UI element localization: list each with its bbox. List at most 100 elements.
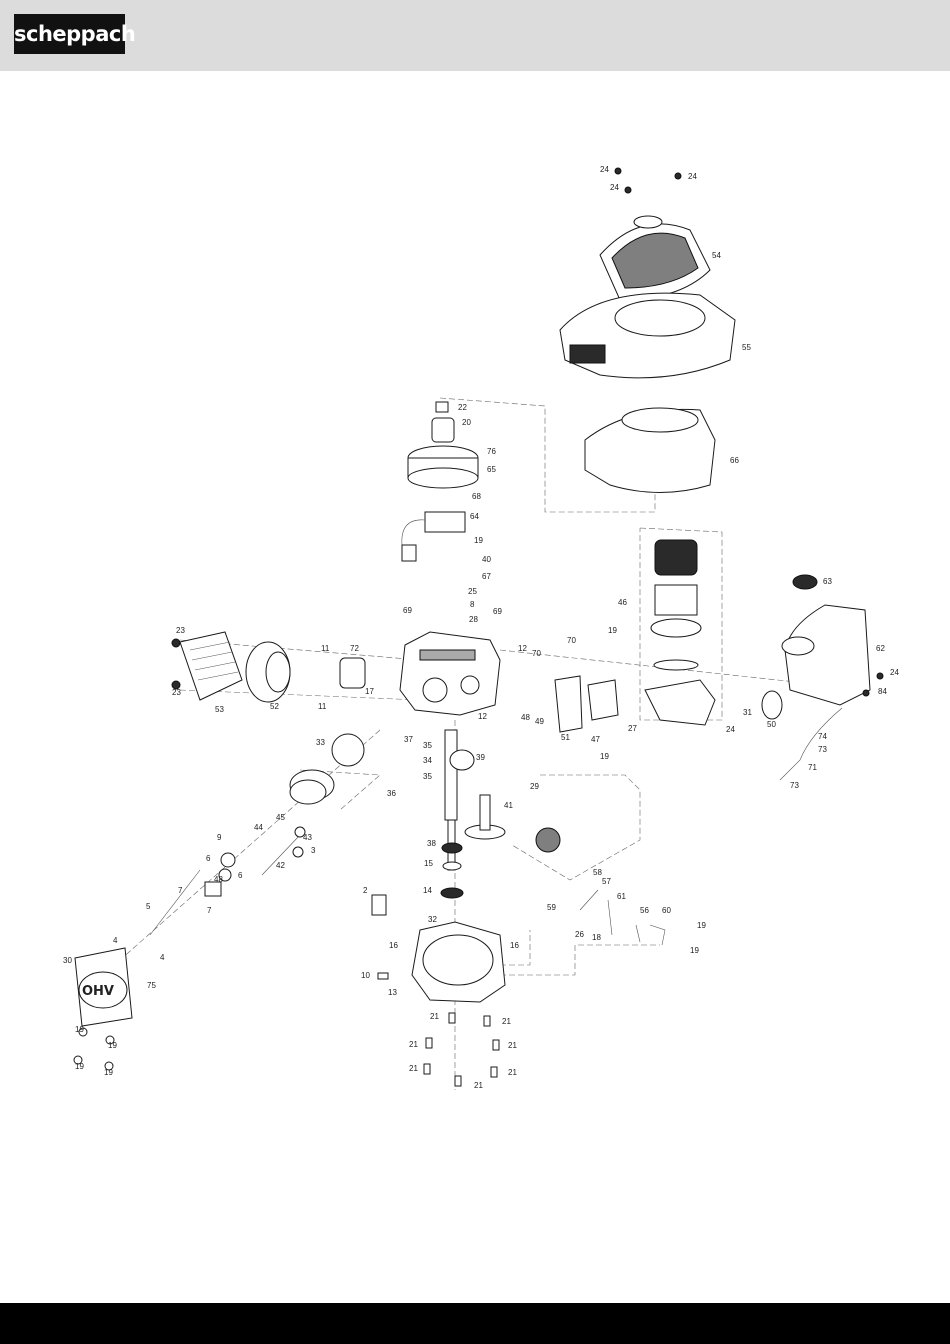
- part-number-label: 73: [790, 781, 799, 790]
- part-number-label: 22: [458, 403, 467, 412]
- valve-cover-part: OHV: [74, 947, 133, 1027]
- part-number-label: 73: [818, 745, 827, 754]
- part-number-label: 74: [818, 732, 827, 741]
- part-number-label: 13: [388, 988, 397, 997]
- part-number-label: 16: [510, 941, 519, 950]
- part-number-label: 84: [878, 687, 887, 696]
- part-number-label: 62: [876, 644, 885, 653]
- part-number-label: 42: [276, 861, 285, 870]
- part-number-label: 39: [476, 753, 485, 762]
- part-number-label: 21: [502, 1017, 511, 1026]
- fastener-parts: [73, 167, 884, 1087]
- part-number-label: 12: [518, 644, 527, 653]
- part-number-label: 20: [462, 418, 471, 427]
- carburettor-part: [554, 675, 783, 733]
- scheppach-logo: scheppach: [14, 14, 136, 54]
- assembly-guide: [639, 527, 723, 721]
- part-number-label: 75: [147, 981, 156, 990]
- part-number-label: 19: [75, 1025, 84, 1034]
- part-number-label: 11: [318, 702, 327, 711]
- part-number-label: 60: [662, 906, 671, 915]
- part-number-label: 64: [470, 512, 479, 521]
- part-number-label: 19: [608, 626, 617, 635]
- part-number-label: 40: [482, 555, 491, 564]
- assembly-guide: [439, 397, 656, 513]
- part-number-label: 10: [361, 971, 370, 980]
- part-number-label: 51: [561, 733, 570, 742]
- part-number-label: 56: [640, 906, 649, 915]
- svg-text:OHV: OHV: [82, 984, 114, 999]
- exploded-parts-diagram: OHV: [0, 150, 950, 1100]
- part-number-label: 24: [600, 165, 609, 174]
- part-number-label: 21: [474, 1081, 483, 1090]
- part-number-label: 45: [276, 813, 285, 822]
- part-number-label: 53: [215, 705, 224, 714]
- part-number-label: 17: [365, 687, 374, 696]
- part-number-label: 27: [628, 724, 637, 733]
- part-number-label: 66: [730, 456, 739, 465]
- part-number-label: 4: [113, 936, 118, 945]
- part-number-label: 54: [712, 251, 721, 260]
- part-number-label: 63: [823, 577, 832, 586]
- part-number-label: 8: [470, 600, 475, 609]
- seal-part: [442, 861, 462, 871]
- part-number-label: 59: [547, 903, 556, 912]
- part-number-label: 19: [104, 1068, 113, 1077]
- part-number-label: 5: [146, 902, 151, 911]
- part-number-label: 52: [270, 702, 279, 711]
- throttle-linkage-part: [579, 889, 666, 946]
- blower-housing-part: [559, 292, 736, 379]
- part-number-label: 21: [508, 1041, 517, 1050]
- part-number-label: 30: [63, 956, 72, 965]
- part-number-label: 2: [363, 886, 368, 895]
- part-number-label: 41: [504, 801, 513, 810]
- part-number-label: 16: [389, 941, 398, 950]
- part-number-label: 24: [726, 725, 735, 734]
- part-number-label: 44: [254, 823, 263, 832]
- governor-gear-part: [535, 827, 561, 853]
- part-number-label: 35: [423, 741, 432, 750]
- part-number-label: 69: [493, 607, 502, 616]
- part-number-label: 23: [172, 688, 181, 697]
- part-number-label: 32: [428, 915, 437, 924]
- ignition-coil-part: [401, 511, 466, 562]
- seal-part: [440, 887, 464, 899]
- part-number-label: 46: [618, 598, 627, 607]
- assembly-guide: [179, 689, 421, 701]
- part-number-label: 43: [303, 833, 312, 842]
- part-number-label: 23: [176, 626, 185, 635]
- part-number-label: 21: [430, 1012, 439, 1021]
- part-number-label: 9: [217, 833, 222, 842]
- part-number-label: 57: [602, 877, 611, 886]
- part-number-label: 6: [238, 871, 243, 880]
- part-number-label: 21: [409, 1040, 418, 1049]
- part-number-label: 19: [600, 752, 609, 761]
- part-number-label: 35: [423, 772, 432, 781]
- part-number-label: 37: [404, 735, 413, 744]
- part-number-label: 70: [567, 636, 576, 645]
- part-number-label: 7: [207, 906, 212, 915]
- part-number-label: 76: [487, 447, 496, 456]
- part-number-label: 24: [688, 172, 697, 181]
- part-number-label: 3: [311, 846, 316, 855]
- part-number-label: 48: [521, 713, 530, 722]
- dipstick-part: [371, 894, 387, 916]
- part-number-label: 18: [592, 933, 601, 942]
- part-number-label: 19: [690, 946, 699, 955]
- fuel-tank-part: [781, 574, 871, 706]
- piston-part: [289, 733, 365, 805]
- part-number-label: 7: [178, 886, 183, 895]
- fan-shroud-part: [584, 407, 716, 493]
- air-filter-part: [644, 539, 716, 726]
- part-number-label: 67: [482, 572, 491, 581]
- part-number-label: 12: [478, 712, 487, 721]
- page-footer: [0, 1303, 950, 1344]
- fuel-line-part: [779, 707, 843, 781]
- part-number-label: 72: [350, 644, 359, 653]
- part-number-label: 11: [321, 644, 330, 653]
- crankshaft-part: [444, 729, 506, 871]
- engine-block-part: [399, 631, 501, 716]
- part-number-label: 48: [214, 875, 223, 884]
- crankcase-cover-part: [411, 921, 506, 1003]
